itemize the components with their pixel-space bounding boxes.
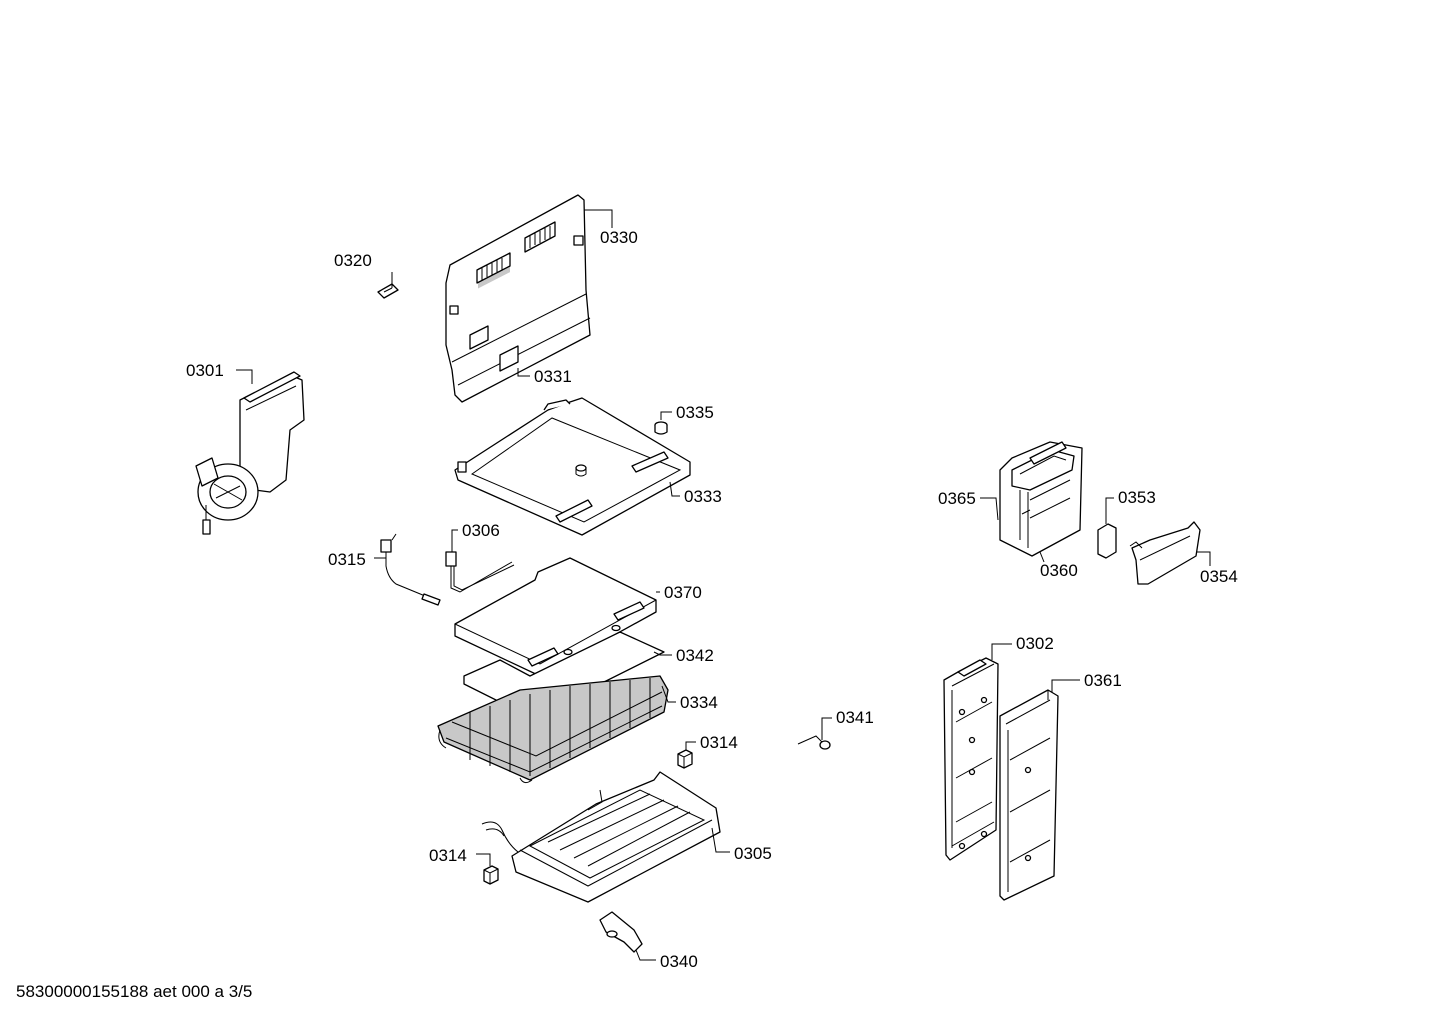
part-0314-block-lower bbox=[483, 865, 499, 885]
callout-0341: 0341 bbox=[836, 708, 874, 727]
part-0354-bracket bbox=[1129, 521, 1201, 585]
callout-0361: 0361 bbox=[1084, 671, 1122, 690]
callout-0342: 0342 bbox=[676, 646, 714, 665]
callout-0302: 0302 bbox=[1016, 634, 1054, 653]
callout-0365: 0365 bbox=[938, 489, 976, 508]
callout-0305: 0305 bbox=[734, 844, 772, 863]
part-0305-drip-tray bbox=[481, 771, 721, 903]
part-0334-evaporator bbox=[437, 675, 669, 784]
callout-0330: 0330 bbox=[600, 228, 638, 247]
callout-0333: 0333 bbox=[684, 487, 722, 506]
callout-0320: 0320 bbox=[334, 251, 372, 270]
part-0306-sensor bbox=[445, 551, 515, 593]
part-0353-filter bbox=[1097, 523, 1117, 559]
part-0333-cover-plate bbox=[454, 397, 691, 536]
footer-document-id: 58300000155188 aet 000 a 3/5 bbox=[16, 982, 252, 1001]
callout-0335: 0335 bbox=[676, 403, 714, 422]
callout-0370: 0370 bbox=[664, 583, 702, 602]
callout-0301: 0301 bbox=[186, 361, 224, 380]
callout-0306: 0306 bbox=[462, 521, 500, 540]
callout-0314-lower: 0314 bbox=[429, 846, 467, 865]
part-0335-cap bbox=[654, 421, 668, 435]
callout-0314-upper: 0314 bbox=[700, 733, 738, 752]
part-0301-fan bbox=[195, 371, 305, 535]
callout-0334: 0334 bbox=[680, 693, 718, 712]
callout-0360: 0360 bbox=[1040, 561, 1078, 580]
part-0340-drain bbox=[599, 911, 643, 953]
callout-0340: 0340 bbox=[660, 952, 698, 971]
callout-0353: 0353 bbox=[1118, 488, 1156, 507]
part-0302-panel bbox=[943, 657, 999, 861]
leader-lines bbox=[236, 209, 1211, 961]
callout-0331: 0331 bbox=[534, 367, 572, 386]
callout-0354: 0354 bbox=[1200, 567, 1238, 586]
part-0320-clip bbox=[377, 283, 399, 299]
part-0330-back-panel bbox=[445, 194, 591, 403]
part-0370-plate bbox=[454, 557, 657, 677]
part-0315-wire-sensor bbox=[380, 533, 441, 606]
callout-0315: 0315 bbox=[328, 550, 366, 569]
callout-labels: 0330 0320 0331 0301 0335 0333 0306 0315 … bbox=[186, 228, 1238, 971]
part-0314-block-upper bbox=[677, 749, 693, 769]
part-0341-clip bbox=[797, 735, 831, 750]
part-0360-housing bbox=[999, 441, 1083, 557]
part-0361-panel bbox=[999, 689, 1059, 901]
